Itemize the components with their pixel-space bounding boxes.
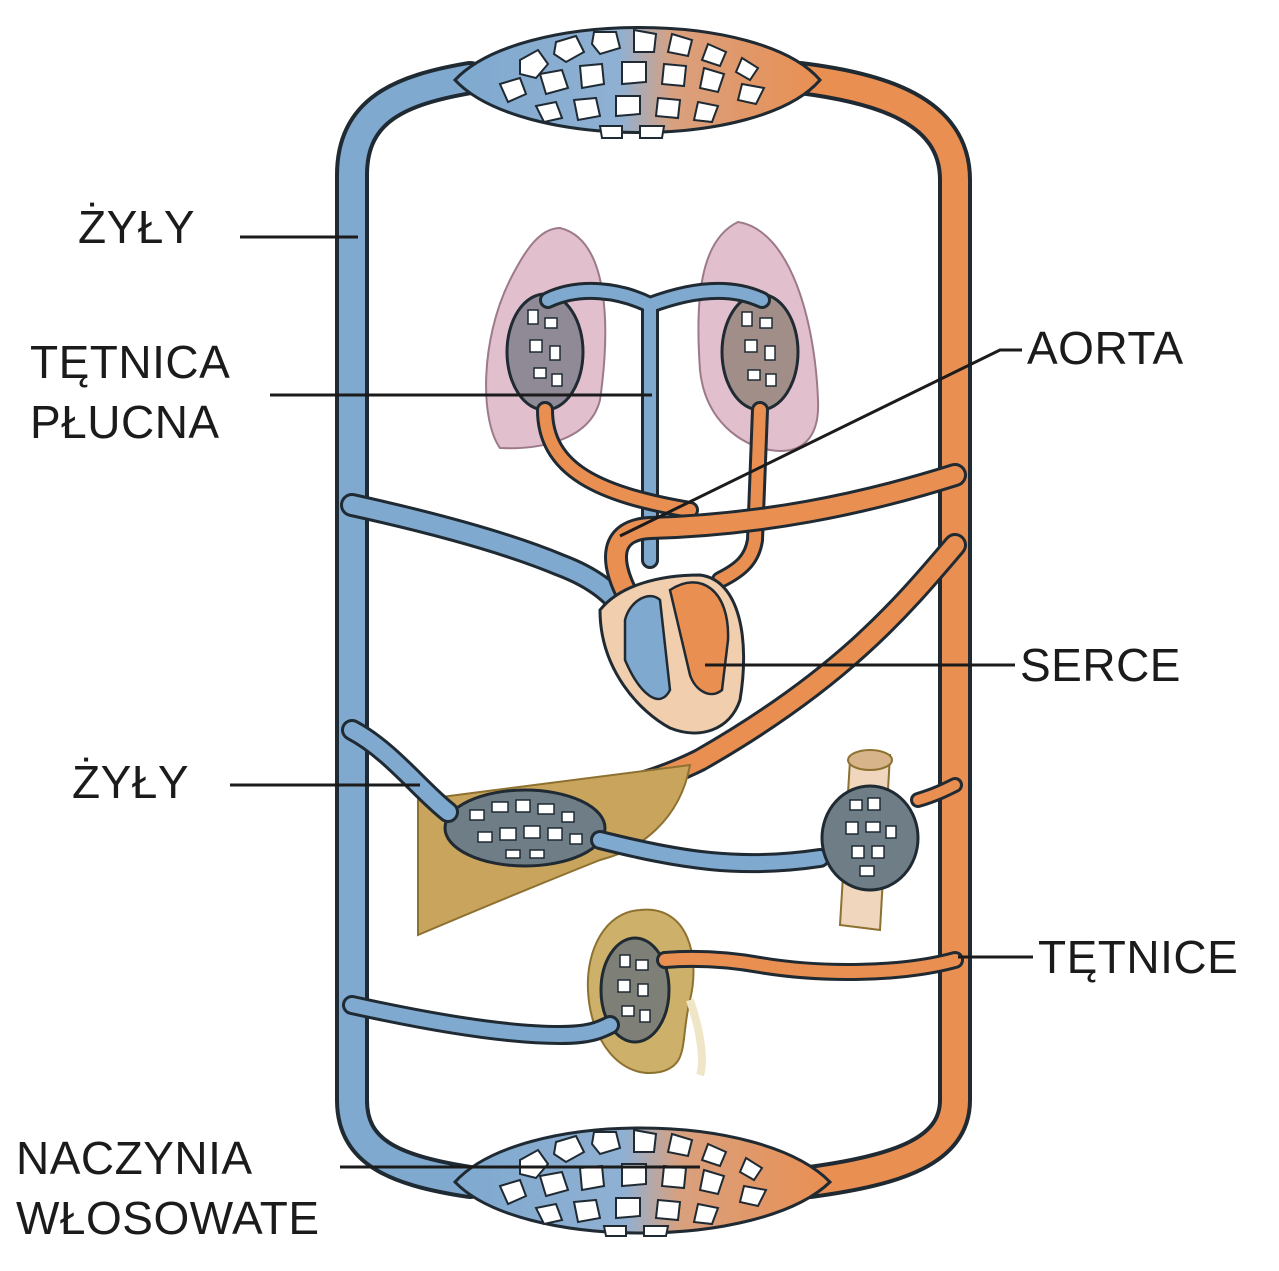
label-capillaries-line-1: NACZYNIA	[16, 1128, 320, 1188]
label-heart: SERCE	[1020, 635, 1181, 695]
upper-vein-branch	[352, 505, 630, 620]
label-pulmonary-artery: TĘTNICA PŁUCNA	[30, 332, 230, 452]
label-arteries: TĘTNICE	[1038, 927, 1238, 987]
label-pulmonary-artery-line-1: TĘTNICA	[30, 332, 230, 392]
label-capillaries: NACZYNIA WŁOSOWATE	[16, 1128, 320, 1248]
label-aorta: AORTA	[1027, 318, 1184, 378]
bottom-capillary-network	[455, 1128, 830, 1236]
kidney	[588, 910, 702, 1075]
label-pulmonary-artery-line-2: PŁUCNA	[30, 392, 230, 452]
label-veins-middle: ŻYŁY	[72, 752, 189, 812]
intestine	[822, 750, 955, 930]
label-veins-top: ŻYŁY	[78, 197, 195, 257]
label-capillaries-line-2: WŁOSOWATE	[16, 1188, 320, 1248]
heart	[600, 575, 744, 733]
top-capillary-network	[455, 28, 820, 139]
